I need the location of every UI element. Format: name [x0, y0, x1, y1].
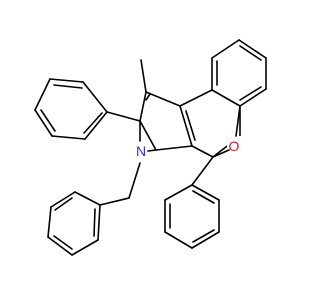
benzyl-group	[47, 162, 141, 256]
phenyl-ring-bottom	[164, 156, 220, 249]
oxygen-atom-label: O	[229, 138, 240, 154]
pyrrole-ring	[139, 91, 196, 151]
pyran-ring	[179, 89, 241, 158]
phenyl-ring-left	[34, 78, 141, 140]
methyl-bond	[140, 59, 147, 93]
benzo-ring-top	[211, 39, 267, 107]
nitrogen-atom-label: N	[136, 143, 146, 159]
molecule-structure: N O	[34, 39, 267, 256]
